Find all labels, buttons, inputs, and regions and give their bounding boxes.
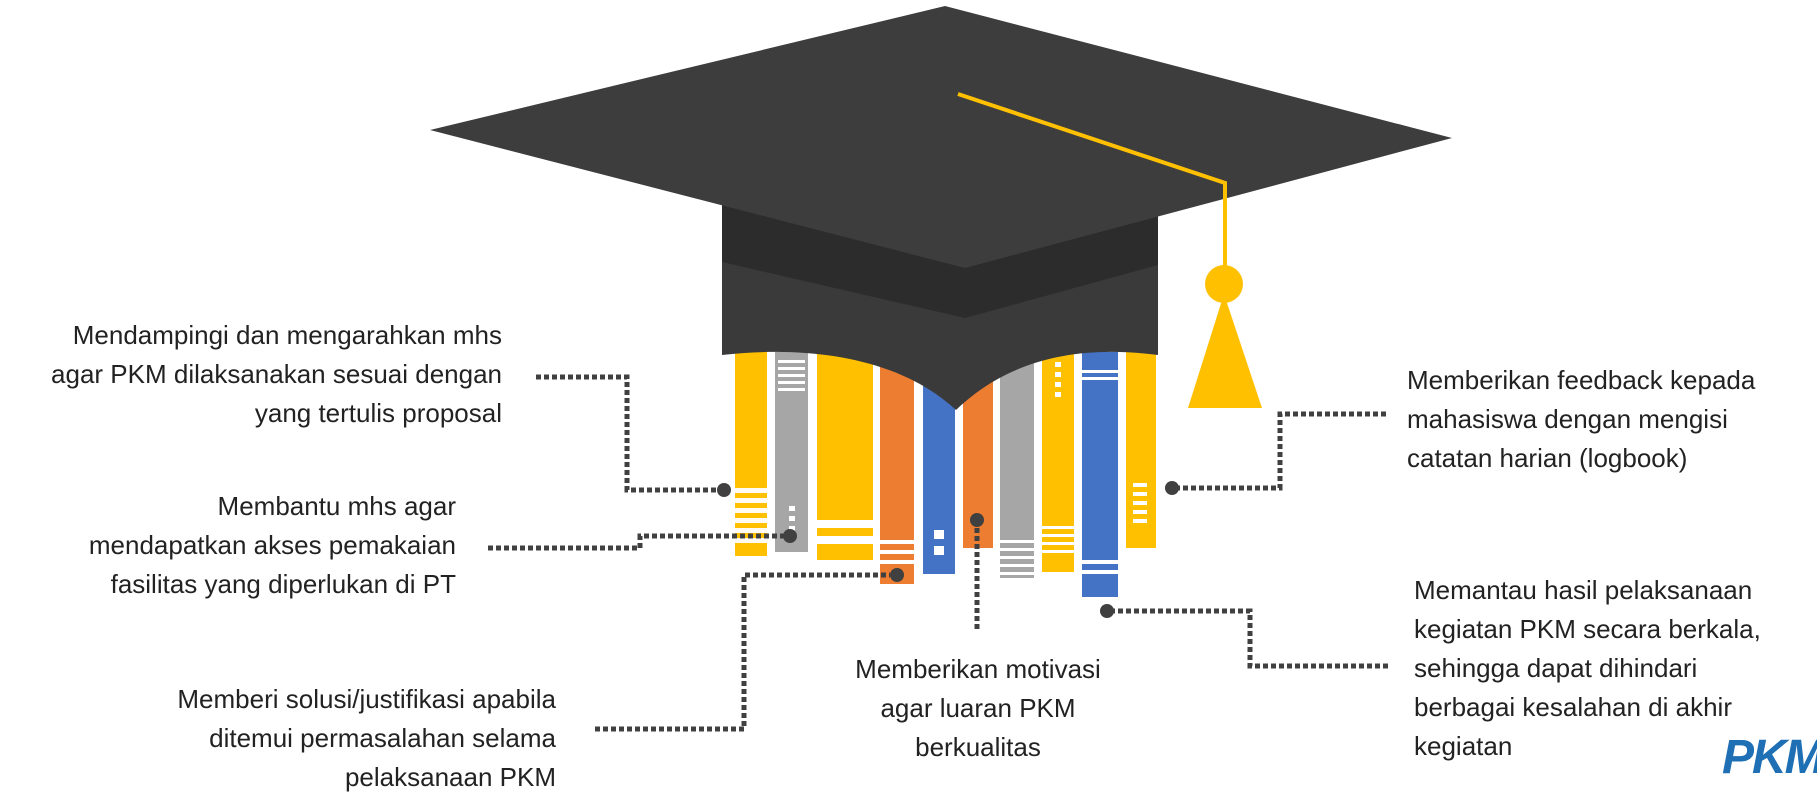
- book-7: [1000, 352, 1034, 578]
- label-middle-left: Membantu mhs agar mendapatkan akses pema…: [30, 487, 456, 604]
- label-top-left: Mendampingi dan mengarahkan mhs agar PKM…: [10, 316, 502, 433]
- label-line: sehingga dapat dihindari: [1414, 653, 1698, 683]
- label-line: Memantau hasil pelaksanaan: [1414, 575, 1753, 605]
- connectors: [488, 374, 1390, 732]
- book-10: [1126, 352, 1156, 548]
- connector-dots: [717, 481, 1179, 618]
- label-line: ditemui permasalahan selama: [209, 723, 556, 753]
- label-line: Memberi solusi/justifikasi apabila: [177, 684, 556, 714]
- label-line: kegiatan: [1414, 731, 1513, 761]
- book-4: [880, 352, 914, 584]
- label-line: agar luaran PKM: [880, 693, 1076, 723]
- label-line: berkualitas: [915, 732, 1041, 762]
- label-line: agar PKM dilaksanakan sesuai dengan: [51, 359, 502, 389]
- label-line: kegiatan PKM secara berkala,: [1414, 614, 1761, 644]
- label-bottom-center: Memberikan motivasi agar luaran PKM berk…: [820, 650, 1136, 767]
- label-line: Memberikan feedback kepada: [1407, 365, 1756, 395]
- label-bottom-right: Memantau hasil pelaksanaan kegiatan PKM …: [1414, 571, 1809, 766]
- label-line: Memberikan motivasi: [855, 654, 1101, 684]
- label-line: mahasiswa dengan mengisi: [1407, 404, 1728, 434]
- label-line: fasilitas yang diperlukan di PT: [110, 569, 456, 599]
- label-line: yang tertulis proposal: [254, 398, 502, 428]
- label-top-right: Memberikan feedback kepada mahasiswa den…: [1407, 361, 1812, 478]
- label-line: pelaksanaan PKM: [344, 762, 556, 792]
- label-line: catatan harian (logbook): [1407, 443, 1688, 473]
- books: [735, 352, 1156, 597]
- label-line: Mendampingi dan mengarahkan mhs: [72, 320, 502, 350]
- pkm-logo: PKM: [1722, 731, 1817, 784]
- book-3: [817, 352, 873, 560]
- label-line: berbagai kesalahan di akhir: [1414, 692, 1732, 722]
- label-line: Membantu mhs agar: [217, 491, 456, 521]
- graduation-cap-icon: [430, 6, 1452, 410]
- book-1: [735, 352, 767, 556]
- book-9: [1082, 352, 1118, 597]
- label-line: mendapatkan akses pemakaian: [88, 530, 456, 560]
- label-bottom-left: Memberi solusi/justifikasi apabila ditem…: [60, 680, 556, 797]
